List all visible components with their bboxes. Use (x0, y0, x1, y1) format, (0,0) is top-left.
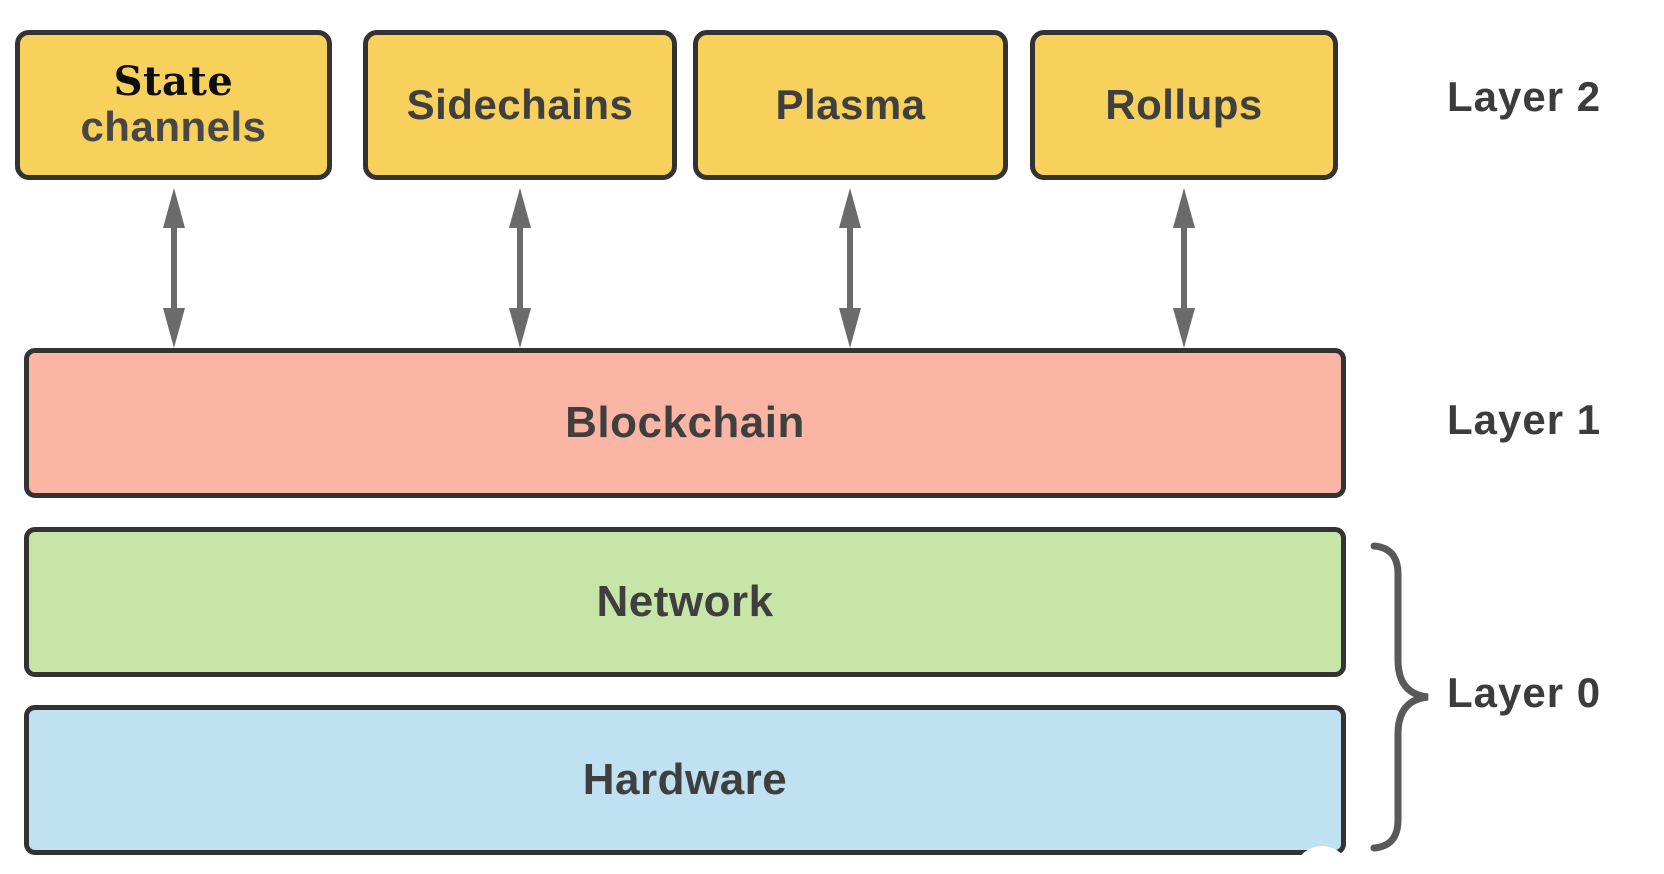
bidirectional-arrow-plasma (839, 188, 861, 348)
state-channels-label-top: State (113, 57, 234, 105)
state-channels-label-bottom: channels (80, 102, 267, 150)
rollups-label: Rollups (1105, 81, 1263, 128)
bidirectional-arrow-rollups (1173, 188, 1195, 348)
layer-0-label: Layer 0 (1447, 669, 1602, 716)
state-channels-box: State channels (15, 30, 332, 180)
hardware-label: Hardware (582, 755, 788, 804)
bidirectional-arrow-sidechains (509, 188, 531, 348)
sidechains-label: Sidechains (406, 81, 634, 128)
layer-2-label: Layer 2 (1447, 73, 1602, 120)
plasma-box: Plasma (693, 30, 1008, 180)
blockchain-box: Blockchain (24, 348, 1346, 498)
network-label: Network (596, 577, 774, 626)
bidirectional-arrow-state-channels (163, 188, 185, 348)
rollups-box: Rollups (1030, 30, 1338, 180)
blockchain-label: Blockchain (565, 398, 805, 447)
layer-1-label: Layer 1 (1447, 396, 1602, 443)
layer-0-grouping-brace (1370, 542, 1429, 852)
plasma-label: Plasma (775, 81, 926, 128)
hardware-box: Hardware (24, 705, 1346, 855)
network-box: Network (24, 527, 1346, 677)
sidechains-box: Sidechains (363, 30, 677, 180)
